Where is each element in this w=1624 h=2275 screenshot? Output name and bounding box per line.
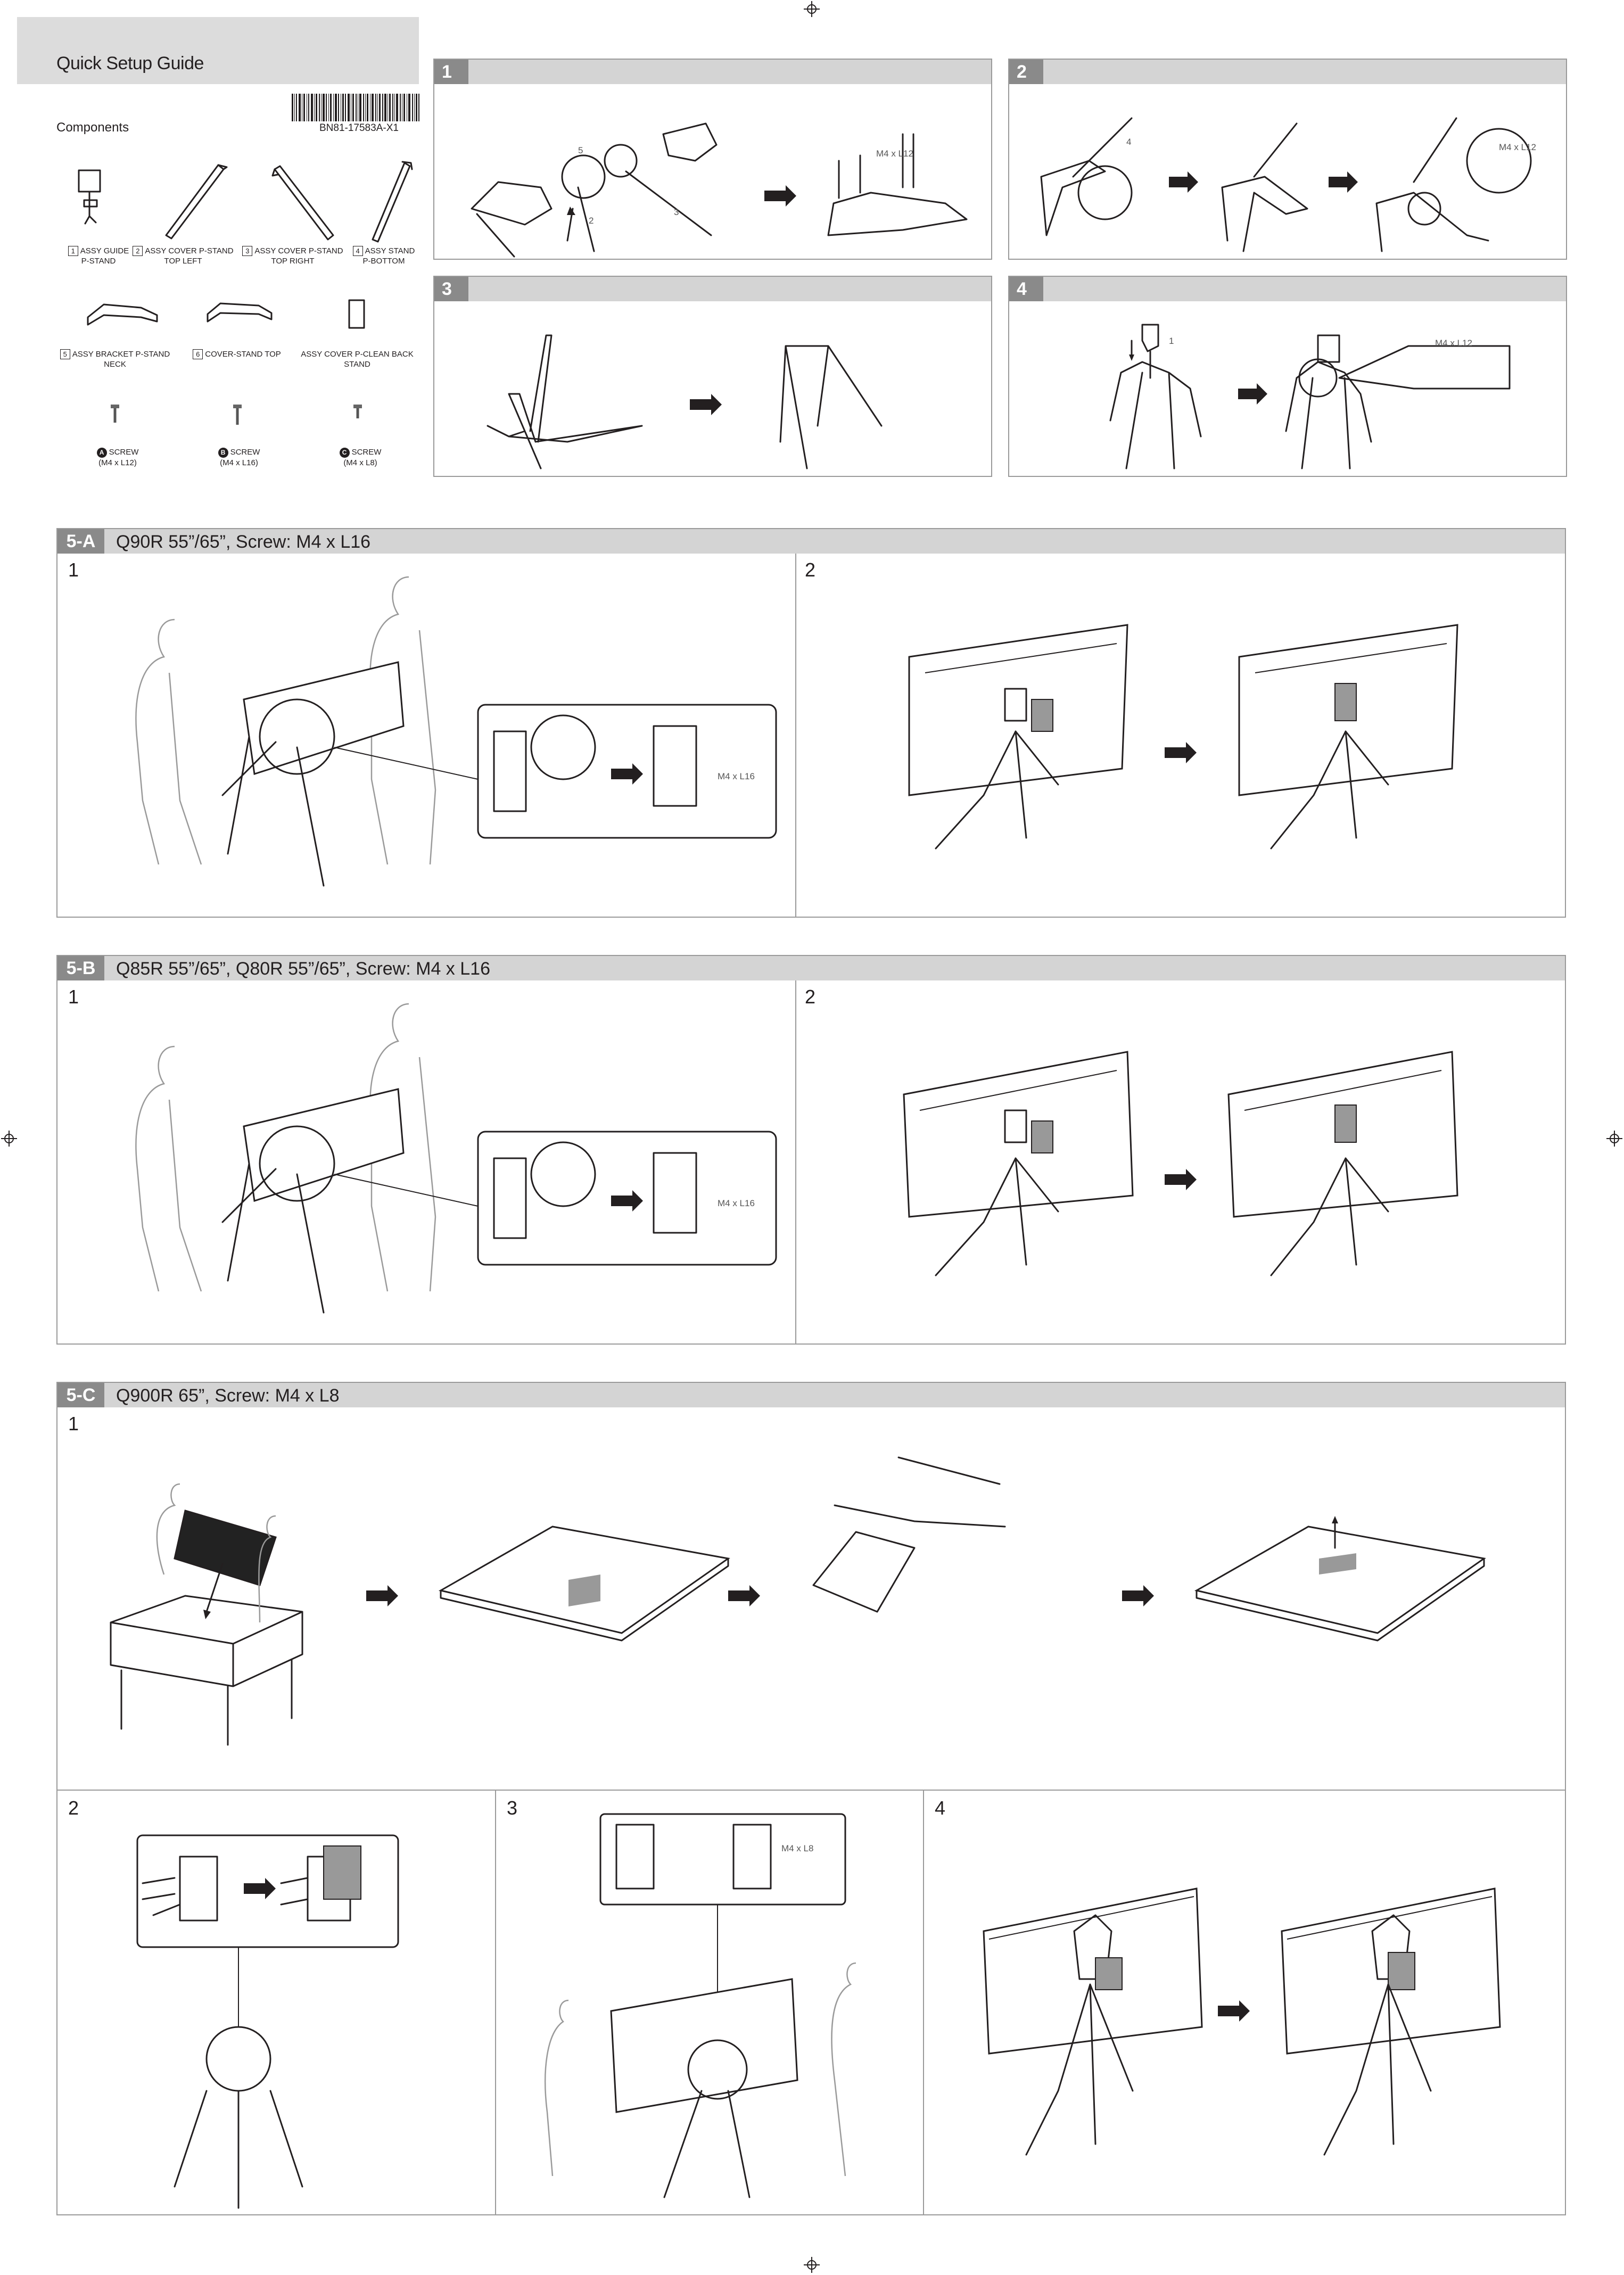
- title-bar: [17, 17, 419, 84]
- step-3-bar: [434, 277, 991, 301]
- guide-stand-icon: [78, 169, 101, 225]
- stand-bottom-icon: [372, 161, 413, 243]
- svg-text:3: 3: [674, 207, 679, 217]
- section-5c-divider-2: [495, 1791, 496, 2214]
- cover-top-left-icon: [165, 164, 228, 240]
- svg-text:M4 x L12: M4 x L12: [1499, 142, 1536, 152]
- section-5b-title: Q85R 55”/65”, Q80R 55”/65”, Screw: M4 x …: [116, 959, 490, 979]
- section-5c-step-1-number: 1: [68, 1413, 79, 1435]
- section-5b-step-2-illustration: [903, 1051, 1458, 1276]
- cover-stand-top-icon: [207, 302, 273, 323]
- clean-back-cover-icon: [348, 299, 365, 329]
- svg-text:M4 x L12: M4 x L12: [876, 149, 913, 159]
- section-5c-step-4-illustration: [983, 1887, 1501, 2156]
- svg-text:5: 5: [578, 145, 583, 155]
- section-5a-step-2-illustration: [908, 624, 1458, 850]
- step-3-number: 3: [434, 277, 468, 301]
- svg-text:M4 x L8: M4 x L8: [781, 1843, 813, 1853]
- step-1-number: 1: [434, 60, 468, 84]
- section-5c-step-4-number: 4: [935, 1797, 946, 1819]
- section-5c-step-2-number: 2: [68, 1797, 79, 1819]
- registration-mark-bottom: [804, 2257, 820, 2273]
- section-5a: 5-A Q90R 55”/65”, Screw: M4 x L16 1 2 M4…: [56, 528, 1566, 918]
- step-2-number: 2: [1009, 60, 1043, 84]
- svg-text:1: 1: [1169, 336, 1174, 346]
- section-5b-step-1-number: 1: [68, 986, 79, 1008]
- step-1-bar: [434, 60, 991, 84]
- svg-text:M4 x L12: M4 x L12: [1435, 338, 1472, 348]
- section-5b-bar: [57, 956, 1565, 980]
- step-4-number: 4: [1009, 277, 1043, 301]
- section-5c-step-3-number: 3: [507, 1797, 518, 1819]
- step-4-bar: [1009, 277, 1566, 301]
- step-2-panel: 2 4 M4 x L12: [1008, 59, 1567, 260]
- bracket-neck-icon: [87, 303, 158, 326]
- screw-a-icon: [111, 405, 119, 423]
- cover-top-right-icon: [271, 165, 334, 241]
- section-5a-title: Q90R 55”/65”, Screw: M4 x L16: [116, 532, 371, 552]
- svg-text:M4 x L16: M4 x L16: [718, 771, 755, 781]
- registration-mark-top: [804, 1, 820, 17]
- barcode-image: [292, 94, 419, 121]
- svg-text:M4 x L16: M4 x L16: [718, 1198, 755, 1208]
- section-5a-bar: [57, 529, 1565, 554]
- section-5c-step-2-illustration: [136, 1834, 399, 2209]
- step-1-panel: 1 2 5 3 M4 x L12: [433, 59, 992, 260]
- svg-text:4: 4: [1126, 137, 1131, 147]
- section-5c: 5-C Q900R 65”, Screw: M4 x L8 1 2 3 4: [56, 1382, 1566, 2215]
- step-2-illustration: 4 M4 x L12: [1040, 117, 1536, 252]
- screw-c-icon: [353, 405, 362, 418]
- page-title: Quick Setup Guide: [56, 53, 204, 73]
- step-3-illustration: [487, 334, 883, 469]
- section-5b: 5-B Q85R 55”/65”, Q80R 55”/65”, Screw: M…: [56, 955, 1566, 1345]
- section-5c-step-3-illustration: M4 x L8: [545, 1813, 856, 2198]
- step-4-illustration: 1 M4 x L12: [1109, 324, 1511, 469]
- section-5a-step-2-number: 2: [805, 559, 816, 581]
- section-5a-tag: 5-A: [57, 529, 104, 554]
- step-4-panel: 4 1 M4 x L12: [1008, 276, 1567, 477]
- step-2-bar: [1009, 60, 1566, 84]
- section-5a-step-1-number: 1: [68, 559, 79, 581]
- registration-mark-left: [1, 1131, 17, 1147]
- section-5c-title: Q900R 65”, Screw: M4 x L8: [116, 1386, 340, 1406]
- section-5c-divider-3: [923, 1791, 924, 2214]
- step-1-illustration: 2 5 3 M4 x L12: [471, 122, 968, 258]
- section-5a-divider: [795, 554, 796, 917]
- section-5b-divider: [795, 980, 796, 1343]
- section-5b-tag: 5-B: [57, 956, 104, 980]
- components-heading: Components: [56, 120, 129, 135]
- registration-mark-right: [1606, 1131, 1622, 1147]
- svg-text:2: 2: [589, 216, 593, 226]
- step-3-panel: 3: [433, 276, 992, 477]
- section-5c-step-1-illustration: [110, 1456, 1486, 1746]
- section-5c-bar: [57, 1383, 1565, 1407]
- section-5b-step-1-illustration: M4 x L16: [135, 1003, 777, 1314]
- section-5c-tag: 5-C: [57, 1383, 104, 1407]
- part-number: BN81-17583A-X1: [319, 122, 399, 134]
- section-5a-step-1-illustration: M4 x L16: [135, 576, 777, 887]
- section-5c-horizontal-divider: [57, 1790, 1565, 1791]
- section-5b-step-2-number: 2: [805, 986, 816, 1008]
- screw-b-icon: [233, 405, 242, 425]
